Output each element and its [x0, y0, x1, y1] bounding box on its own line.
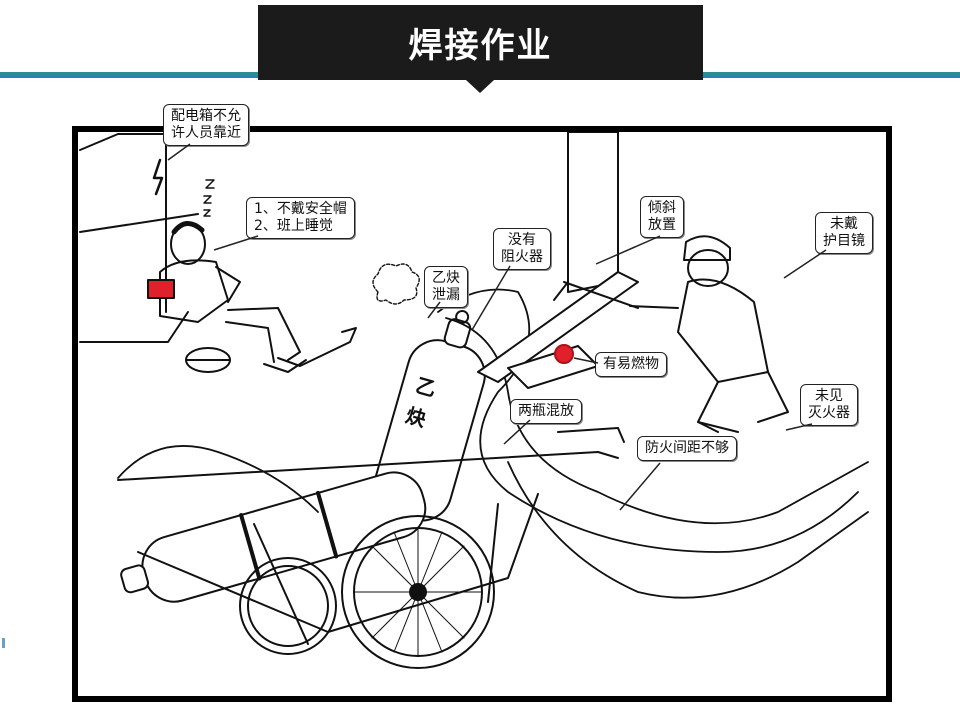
- welder-figure: [629, 235, 789, 433]
- callout-no-flashback-arrestor: 没有 阻火器: [493, 228, 551, 270]
- callout-line: 泄漏: [432, 287, 460, 303]
- oxygen-cylinder: [120, 471, 427, 603]
- callout-line: 配电箱不允: [171, 108, 241, 124]
- callout-line: 2、班上睡觉: [254, 218, 333, 234]
- callout-fire-distance: 防火间距不够: [637, 436, 737, 461]
- header-accent-line-right: [703, 72, 960, 78]
- callout-line: 有易燃物: [603, 356, 659, 372]
- header-accent-line-left: [0, 72, 258, 78]
- callout-distribution-box: 配电箱不允 许人员靠近: [163, 104, 249, 146]
- wheelbarrow-cart: [117, 427, 625, 669]
- callout-line: 阻火器: [501, 249, 543, 265]
- callout-line: 许人员靠近: [171, 125, 241, 141]
- flammable-material-icon: [554, 344, 574, 364]
- callout-line: 未见: [815, 388, 843, 404]
- tilted-plate: [477, 132, 639, 389]
- sleeping-zzz-icon: [203, 179, 215, 217]
- callout-line: 1、不戴安全帽: [254, 201, 347, 217]
- callout-tilted-placement: 倾斜 放置: [640, 196, 684, 238]
- callout-line: 护目镜: [823, 233, 865, 249]
- callout-acetylene-leak: 乙炔 泄漏: [424, 266, 468, 308]
- acetylene-leak-cloud: [372, 263, 420, 305]
- callout-no-extinguisher: 未见 灭火器: [800, 384, 858, 426]
- page-title: 焊接作业: [258, 5, 703, 80]
- callout-line: 两瓶混放: [518, 403, 574, 419]
- welding-torch: [553, 281, 639, 309]
- title-pointer: [466, 80, 494, 93]
- callout-line: 未戴: [830, 216, 858, 232]
- electric-hazard-icon: [152, 158, 164, 196]
- callout-no-helmet-sleeping: 1、不戴安全帽 2、班上睡觉: [246, 197, 355, 239]
- callout-line: 乙炔: [432, 270, 460, 286]
- callout-line: 放置: [648, 217, 676, 233]
- callout-two-bottles-mixed: 两瓶混放: [510, 399, 582, 424]
- red-armband: [147, 279, 175, 299]
- callout-line: 灭火器: [808, 405, 850, 421]
- callout-flammables: 有易燃物: [595, 352, 667, 377]
- callout-line: 倾斜: [648, 200, 676, 216]
- gas-hoses: [117, 288, 869, 599]
- callout-line: 防火间距不够: [645, 440, 729, 456]
- callout-line: 没有: [508, 232, 536, 248]
- illustration-frame: [72, 126, 892, 702]
- sleeping-worker-figure: [159, 221, 357, 373]
- callout-no-goggles: 未戴 护目镜: [815, 212, 873, 254]
- welding-scene-illustration: 乙 炔: [79, 132, 869, 669]
- side-marker: [2, 638, 5, 648]
